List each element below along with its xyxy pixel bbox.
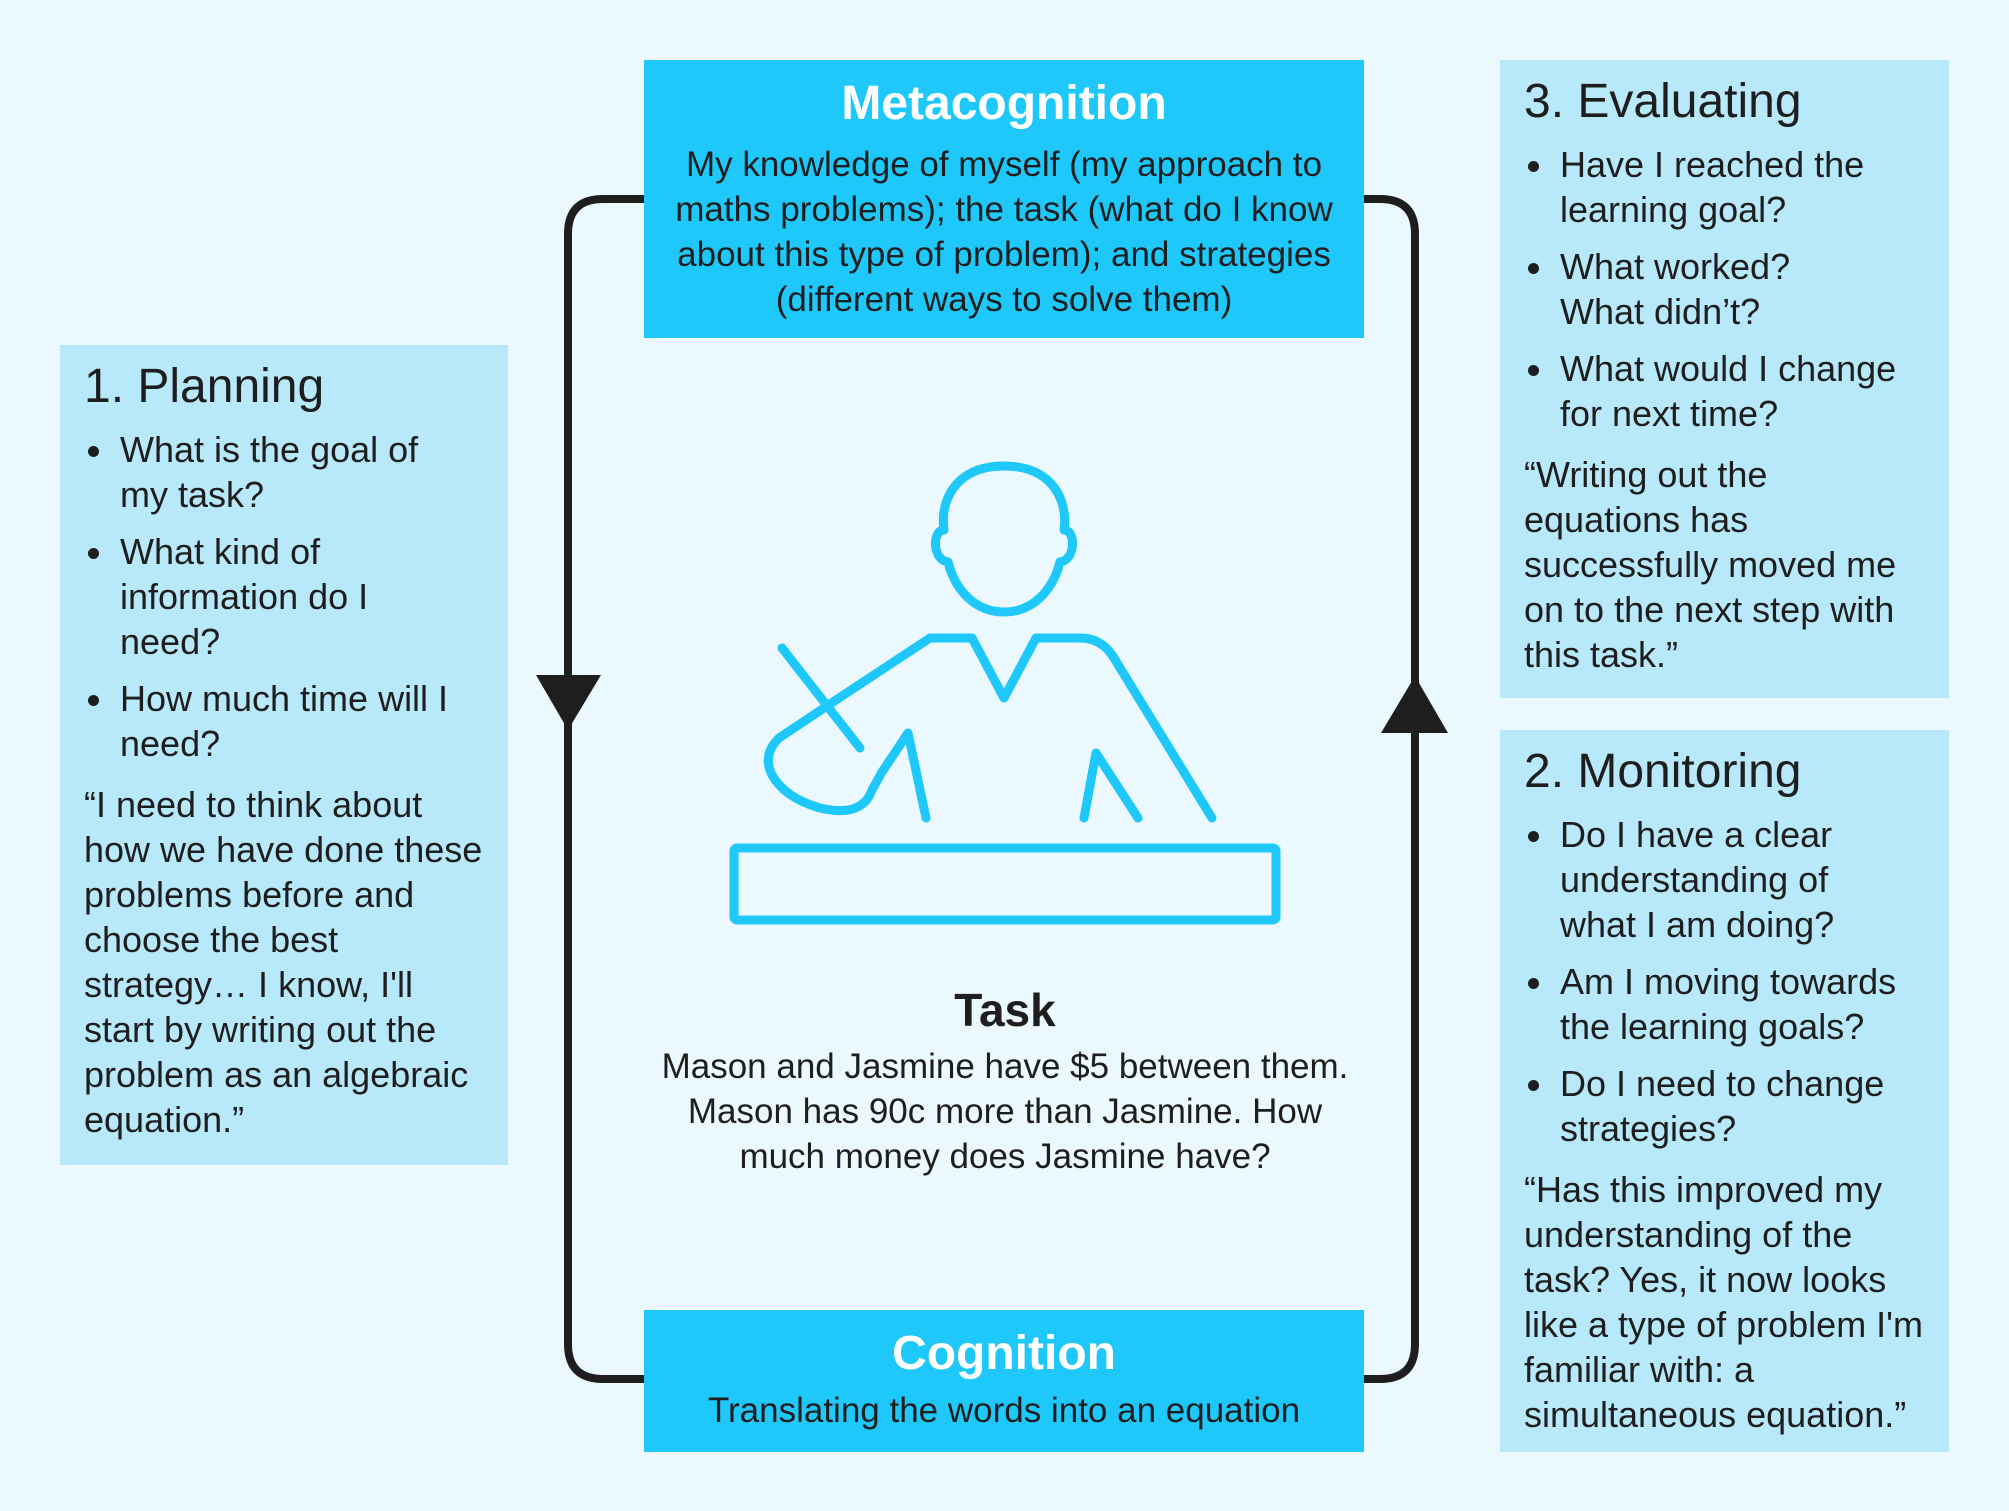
planning-title: 1. Planning (84, 360, 325, 413)
list-item: What kind of information do I need? (84, 529, 490, 664)
list-item: Am I moving towards the learning goals? (1524, 959, 1931, 1049)
pen (777, 643, 865, 753)
evaluating-quote: “Writing out the equations has successfu… (1524, 454, 1897, 675)
task-text: Mason and Jasmine have $5 between them. … (661, 1047, 1349, 1176)
task-block: Task Mason and Jasmine have $5 between t… (660, 980, 1350, 1179)
desk (729, 843, 1281, 925)
person-torso (831, 633, 1217, 823)
evaluating-title: 3. Evaluating (1524, 75, 1802, 128)
person-head (931, 461, 1077, 617)
list-item: What worked? What didn’t? (1524, 244, 1927, 334)
cognition-description: Translating the words into an equation (707, 1391, 1301, 1430)
task-title: Task (954, 984, 1056, 1036)
person-inner-arm (1079, 748, 1143, 823)
monitoring-quote: “Has this improved my understanding of t… (1524, 1169, 1924, 1435)
person-arm (763, 695, 931, 823)
right-cycle-line (1360, 195, 1419, 1383)
list-item: How much time will I need? (84, 676, 490, 766)
metacognition-box: Metacognition My knowledge of myself (my… (644, 60, 1364, 338)
evaluating-question-list: Have I reached the learning goal? What w… (1524, 142, 1927, 436)
list-item: Do I need to change strategies? (1524, 1061, 1931, 1151)
planning-question-list: What is the goal of my task? What kind o… (84, 427, 490, 766)
cognition-box: Cognition Translating the words into an … (644, 1310, 1364, 1452)
metacognition-title: Metacognition (841, 77, 1167, 130)
left-cycle-line (564, 195, 648, 1383)
monitoring-question-list: Do I have a clear understanding of what … (1524, 812, 1931, 1151)
planning-quote: “I need to think about how we have done … (84, 784, 483, 1140)
list-item: What is the goal of my task? (84, 427, 490, 517)
metacognition-description: My knowledge of myself (my approach to m… (675, 145, 1333, 319)
list-item: Do I have a clear understanding of what … (1524, 812, 1931, 947)
up-arrow-icon (1381, 676, 1448, 733)
monitoring-title: 2. Monitoring (1524, 745, 1802, 798)
cognition-title: Cognition (892, 1327, 1116, 1380)
monitoring-panel: 2. Monitoring Do I have a clear understa… (1500, 730, 1949, 1452)
down-arrow-icon (536, 675, 601, 730)
evaluating-panel: 3. Evaluating Have I reached the learnin… (1500, 60, 1949, 698)
planning-panel: 1. Planning What is the goal of my task?… (60, 345, 508, 1165)
person-writing-at-desk-icon (729, 461, 1281, 925)
list-item: What would I change for next time? (1524, 346, 1927, 436)
list-item: Have I reached the learning goal? (1524, 142, 1927, 232)
